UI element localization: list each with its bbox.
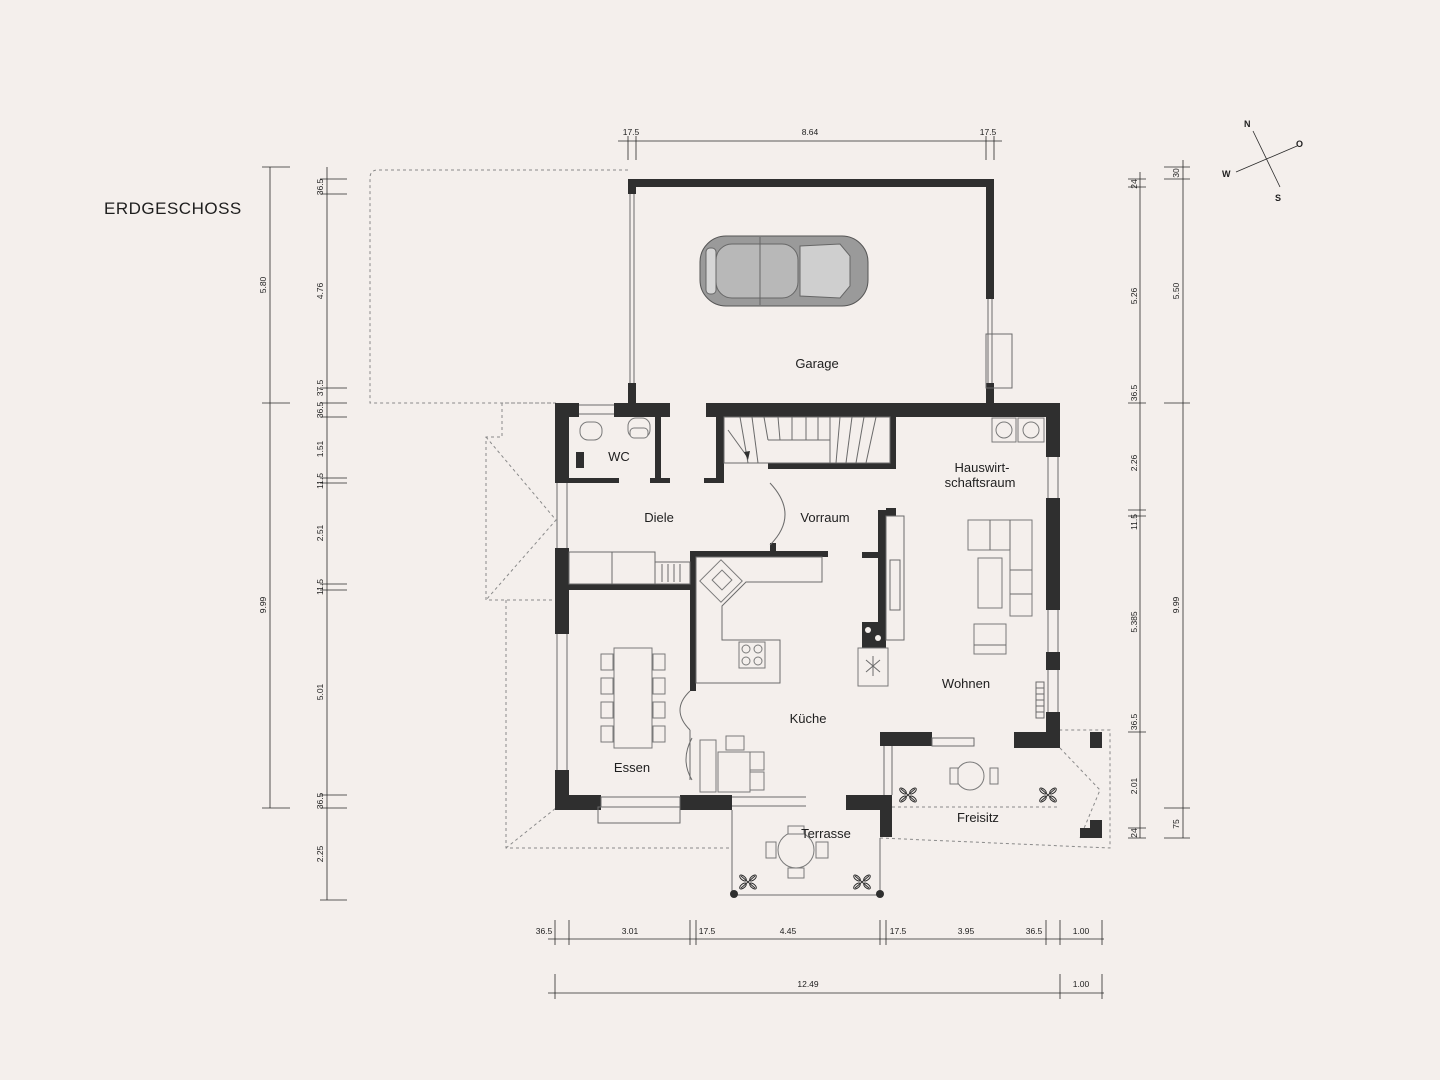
dimension-left-inner: 36.5 4.76 37.5 36.5 1.51 11.5 2.51 11.5 … — [315, 167, 347, 901]
dim-top-2: 17.5 — [980, 127, 997, 137]
dimension-bottom-row1: 36.5 3.01 17.5 4.45 17.5 3.95 36.5 1.00 — [536, 920, 1104, 945]
compass-n: N — [1244, 119, 1251, 129]
room-vorraum: Vorraum — [800, 510, 849, 525]
dim-right-inner-1: 5.26 — [1129, 287, 1139, 304]
dimension-left-outer: 5.80 9.99 — [258, 166, 290, 809]
dimension-top: 17.5 8.64 17.5 — [618, 127, 1002, 160]
compass-icon: N O S W — [1222, 119, 1303, 203]
kitchen-table — [699, 735, 765, 793]
dining-table — [600, 647, 666, 749]
dim-bottom2-1: 1.00 — [1073, 979, 1090, 989]
room-kueche: Küche — [790, 711, 827, 726]
room-terrasse: Terrasse — [801, 826, 851, 841]
dim-bottom2-0: 12.49 — [797, 979, 819, 989]
dim-bottom1-5: 3.95 — [958, 926, 975, 936]
dimension-bottom-row2: 12.49 1.00 — [548, 974, 1104, 999]
dim-left-inner-2: 37.5 — [315, 379, 325, 396]
car-icon — [699, 235, 869, 307]
dim-right-inner-3: 2.26 — [1129, 454, 1139, 471]
dim-right-inner-2: 36.5 — [1129, 384, 1139, 401]
dim-bottom1-3: 4.45 — [780, 926, 797, 936]
washing-machine-icon — [991, 417, 1045, 443]
dim-left-outer-0: 5.80 — [258, 276, 268, 293]
floor-title: ERDGESCHOSS — [104, 199, 242, 218]
room-labels: Garage WC Diele Vorraum Hauswirt- schaft… — [608, 356, 1015, 841]
windows — [556, 404, 1059, 824]
dim-right-inner-8: 24 — [1129, 828, 1139, 838]
room-hauswirtschaftsraum-line2: schaftsraum — [945, 475, 1016, 490]
dim-right-outer-0: 30 — [1171, 168, 1181, 178]
dim-left-outer-1: 9.99 — [258, 596, 268, 613]
terrace-furniture — [730, 810, 884, 898]
roof-outline — [369, 169, 1111, 849]
dim-left-inner-8: 5.01 — [315, 683, 325, 700]
room-hauswirtschaftsraum-line1: Hauswirt- — [955, 460, 1010, 475]
tv-cabinet — [885, 515, 905, 641]
dim-left-inner-3: 36.5 — [315, 401, 325, 418]
dim-left-inner-4: 1.51 — [315, 440, 325, 457]
house-walls — [555, 403, 1102, 838]
dim-right-outer-3: 75 — [1171, 819, 1181, 829]
dim-left-inner-7: 11.5 — [315, 579, 325, 595]
dim-bottom1-6: 36.5 — [1026, 926, 1043, 936]
dim-top-0: 17.5 — [623, 127, 640, 137]
oven-icon — [857, 627, 889, 687]
room-essen: Essen — [614, 760, 650, 775]
garage-walls — [628, 179, 1013, 403]
sofa — [967, 519, 1033, 655]
dim-top-1: 8.64 — [802, 127, 819, 137]
staircase — [723, 416, 891, 464]
dim-right-inner-5: 5.385 — [1129, 611, 1139, 633]
kitchen-counter — [695, 556, 823, 684]
dim-bottom1-0: 36.5 — [536, 926, 553, 936]
plant-icon — [739, 787, 1057, 890]
dim-right-inner-4: 11.5 — [1129, 514, 1139, 530]
radiator — [1035, 681, 1045, 719]
dim-bottom1-1: 3.01 — [622, 926, 639, 936]
dim-left-inner-0: 36.5 — [315, 178, 325, 195]
dim-left-outer-2: 2.25 — [315, 845, 325, 862]
dimension-right-inner: 24 5.26 36.5 2.26 11.5 5.385 36.5 2.01 2… — [1128, 172, 1146, 839]
dim-left-inner-9: 36.5 — [315, 792, 325, 809]
freisitz-furniture — [892, 761, 1060, 808]
dim-bottom1-7: 1.00 — [1073, 926, 1090, 936]
dim-bottom1-2: 17.5 — [699, 926, 716, 936]
dim-left-inner-1: 4.76 — [315, 282, 325, 299]
dim-right-inner-7: 2.01 — [1129, 777, 1139, 794]
room-wc: WC — [608, 449, 630, 464]
dimension-right-outer: 30 5.50 9.99 75 — [1164, 160, 1190, 839]
dim-left-inner-5: 11.5 — [315, 473, 325, 489]
room-wohnen: Wohnen — [942, 676, 990, 691]
room-diele: Diele — [644, 510, 674, 525]
dim-right-outer-2: 9.99 — [1171, 596, 1181, 613]
diele-cabinet — [568, 551, 691, 585]
room-freisitz: Freisitz — [957, 810, 999, 825]
dim-right-outer-1: 5.50 — [1171, 282, 1181, 299]
compass-o: O — [1296, 139, 1303, 149]
dim-right-inner-6: 36.5 — [1129, 713, 1139, 730]
dim-bottom1-4: 17.5 — [890, 926, 907, 936]
compass-s: S — [1275, 193, 1281, 203]
dim-right-inner-0: 24 — [1129, 179, 1139, 189]
toilet-icon — [579, 417, 651, 441]
compass-w: W — [1222, 169, 1231, 179]
dim-left-inner-6: 2.51 — [315, 524, 325, 541]
doors — [679, 482, 786, 781]
room-garage: Garage — [795, 356, 838, 371]
